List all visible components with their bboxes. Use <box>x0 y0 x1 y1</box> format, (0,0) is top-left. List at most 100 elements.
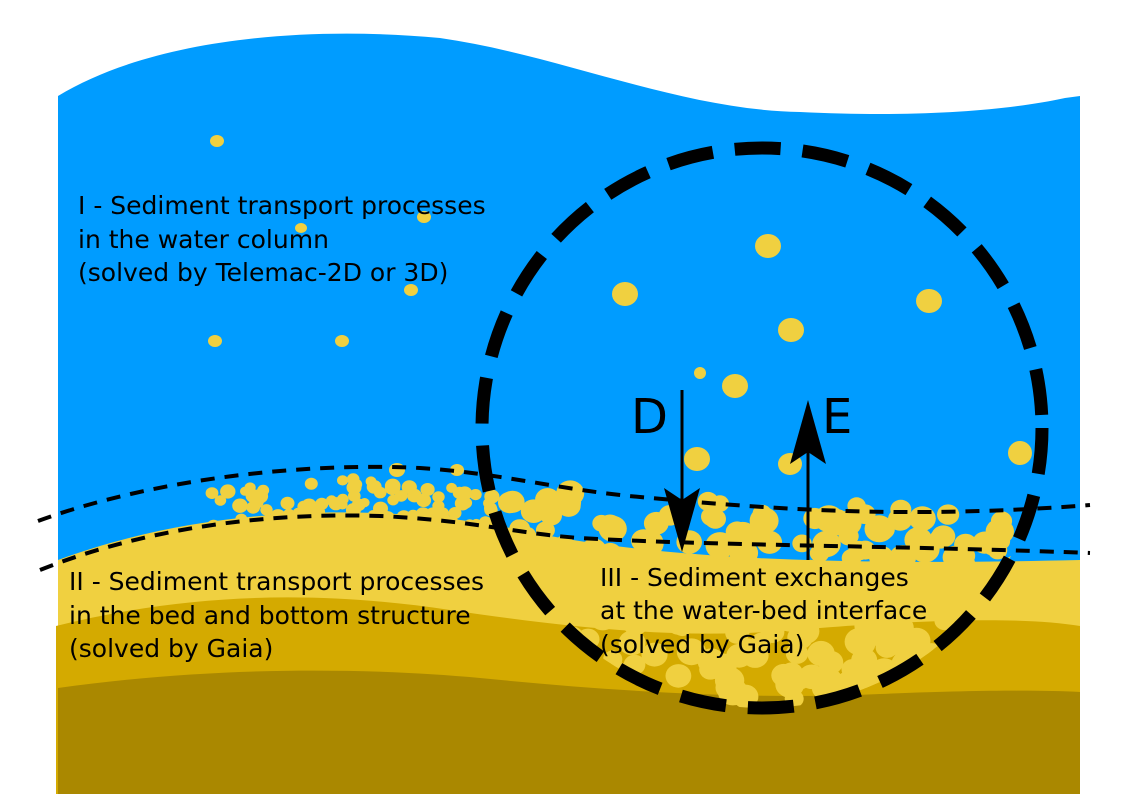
sediment-particle <box>967 573 986 591</box>
sediment-particle <box>346 473 360 485</box>
sediment-particle <box>297 517 313 532</box>
sediment-particle <box>556 494 581 517</box>
sediment-particle <box>610 574 640 602</box>
sediment-particle <box>406 509 420 522</box>
bed-label: II - Sediment transport processes in the… <box>69 567 484 663</box>
sediment-particle <box>726 643 753 668</box>
sediment-particle <box>574 581 597 603</box>
sediment-particle <box>830 602 853 624</box>
sediment-particle <box>448 507 462 519</box>
deposition-arrow <box>664 390 700 552</box>
sediment-particle <box>589 606 616 631</box>
sediment-particle <box>985 518 1014 545</box>
sediment-particle <box>700 608 721 628</box>
sediment-particle <box>848 540 870 561</box>
sediment-particle <box>776 585 797 605</box>
upper-interface-dashed-line <box>37 464 1091 523</box>
svg-text:I - Sediment transport process: I - Sediment transport processes <box>78 191 486 220</box>
sediment-particle <box>748 524 772 547</box>
sediment-particle <box>535 488 561 511</box>
sediment-particle <box>498 491 522 514</box>
sediment-particle <box>674 590 698 613</box>
sediment-particle <box>931 525 956 548</box>
sediment-particle <box>752 504 772 523</box>
sediment-particle <box>798 565 817 583</box>
deposition-label: D <box>631 389 668 445</box>
sediment-particle <box>729 539 759 567</box>
sediment-particle <box>299 502 314 517</box>
water-body <box>58 33 1080 600</box>
interface-label: III - Sediment exchanges at the water-be… <box>600 563 927 659</box>
sediment-particle <box>701 568 726 591</box>
sediment-particle <box>869 545 894 569</box>
sediment-particle <box>420 483 435 496</box>
sediment-particle <box>580 538 607 563</box>
sediment-particle <box>774 607 796 627</box>
sediment-particle <box>725 521 749 543</box>
sediment-particle <box>351 498 366 512</box>
sediment-particle <box>220 484 236 499</box>
suspended-particles <box>208 135 1032 477</box>
erosion-label: E <box>822 389 852 445</box>
sediment-particle <box>240 486 250 496</box>
sediment-particle <box>604 521 626 541</box>
sediment-particle <box>260 504 273 516</box>
sediment-particle <box>555 535 574 553</box>
sediment-particle <box>401 480 417 495</box>
sediment-particle <box>315 497 329 510</box>
svg-text:(solved by Gaia): (solved by Gaia) <box>600 630 804 659</box>
sediment-particle <box>326 495 338 506</box>
sediment-particle <box>509 519 531 539</box>
interface-sediment-cluster <box>494 480 1036 708</box>
sediment-particle <box>838 526 859 546</box>
sediment-particle <box>937 504 960 525</box>
sediment-particle <box>934 611 955 631</box>
sediment-particle <box>909 506 936 531</box>
sediment-particle <box>562 594 582 611</box>
sediment-particle <box>566 569 585 586</box>
sediment-particle <box>534 567 564 595</box>
sediment-particle <box>895 584 924 611</box>
sediment-particle <box>252 488 269 504</box>
svg-text:III - Sediment exchanges: III - Sediment exchanges <box>600 563 909 592</box>
sediment-particle <box>622 611 649 636</box>
svg-text:at the water-bed interface: at the water-bed interface <box>600 596 927 625</box>
svg-text:II - Sediment transport proces: II - Sediment transport processes <box>69 567 484 596</box>
lower-interface-dashed-line <box>39 513 1091 572</box>
sediment-particle <box>384 478 401 493</box>
sediment-particle <box>246 501 260 514</box>
sediment-particle <box>469 489 482 501</box>
sediment-particle <box>618 630 646 656</box>
sediment-particle <box>798 664 826 690</box>
svg-text:(solved by Gaia): (solved by Gaia) <box>69 634 273 663</box>
interface-zoom-circle <box>475 141 1049 715</box>
svg-text:in the bed and bottom structur: in the bed and bottom structure <box>69 601 471 630</box>
sediment-particle <box>688 570 707 588</box>
sediment-particle <box>459 497 473 509</box>
sediment-particle <box>844 628 875 656</box>
sediment-particle <box>373 486 387 499</box>
svg-text:in the water column: in the water column <box>78 225 329 254</box>
sediment-particle <box>902 627 931 654</box>
sediment-particle <box>304 477 318 490</box>
sediment-particle <box>726 624 748 644</box>
sediment-particle <box>641 642 668 667</box>
sediment-particle <box>841 576 870 603</box>
sediment-particle <box>452 486 467 500</box>
sediment-particle <box>665 664 692 688</box>
sediment-particle <box>823 585 842 603</box>
sediment-particle <box>916 567 943 592</box>
sediment-particle <box>232 498 248 513</box>
sediment-particle <box>699 659 722 680</box>
sediment-particle <box>949 546 973 569</box>
sediment-particle <box>760 620 785 644</box>
sediment-particle <box>365 476 377 487</box>
sediment-particle <box>876 622 905 649</box>
sediment-particle <box>643 511 669 535</box>
sediment-particle <box>672 618 692 637</box>
sediment-particle <box>280 496 295 510</box>
svg-text:(solved by Telemac-2D or 3D): (solved by Telemac-2D or 3D) <box>78 258 448 287</box>
sediment-particle <box>705 532 735 559</box>
sediment-particle <box>432 491 445 503</box>
sediment-particle <box>864 515 894 543</box>
